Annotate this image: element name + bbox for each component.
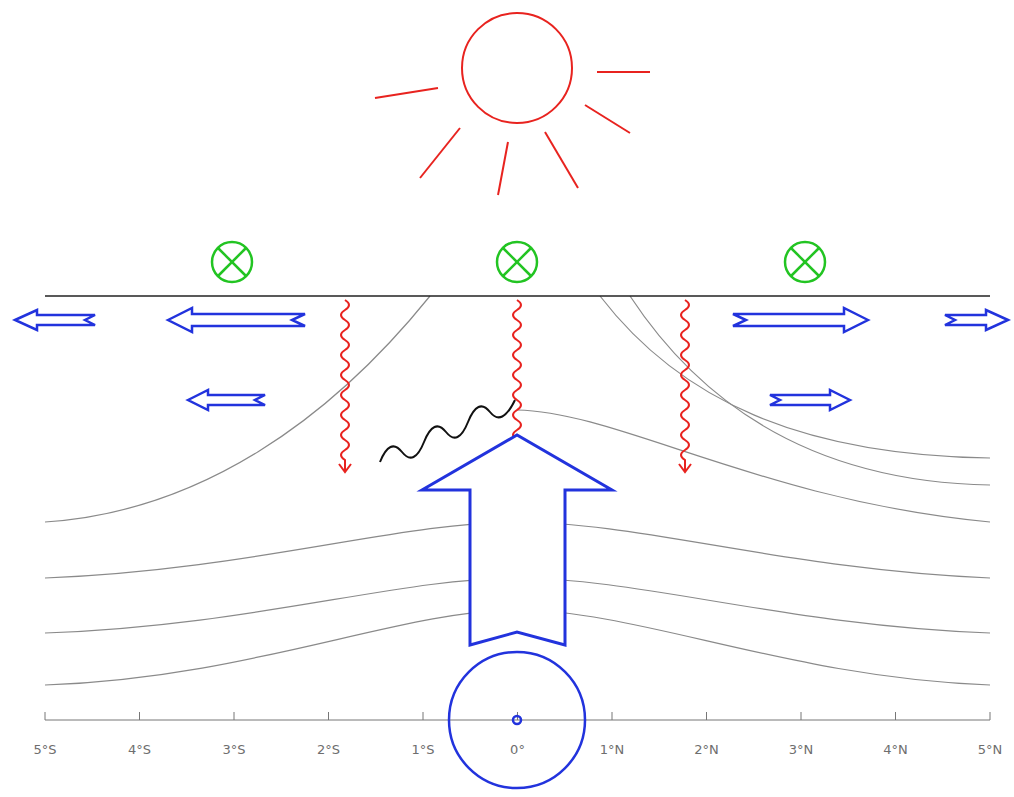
- surface-currents: [15, 308, 1008, 410]
- sun-ray: [420, 128, 460, 178]
- isotherm: [630, 296, 990, 485]
- isotherm: [600, 296, 990, 458]
- wind-into-page-symbols: [212, 242, 825, 282]
- axis-tick: [612, 712, 613, 720]
- axis-tick: [234, 712, 235, 720]
- sun-ray: [585, 105, 630, 133]
- axis-label: 0°: [510, 743, 525, 756]
- into-page-cross: [218, 248, 246, 276]
- current-arrow: [168, 308, 305, 332]
- sea-surface: [45, 295, 990, 297]
- into-page-symbol: [785, 242, 825, 282]
- heating-arrow: [679, 300, 691, 472]
- current-arrow: [15, 310, 95, 330]
- into-page-cross: [503, 248, 531, 276]
- current-arrow: [733, 308, 868, 332]
- into-page-symbol: [212, 242, 252, 282]
- undercurrent-dot: [513, 716, 521, 724]
- isotherm: [517, 410, 990, 522]
- axis-tick: [45, 712, 46, 720]
- axis-tick: [328, 712, 329, 720]
- into-page-cross: [503, 248, 531, 276]
- axis-tick: [706, 712, 707, 720]
- sun-ray: [498, 142, 508, 195]
- axis-tick: [895, 712, 896, 720]
- current-arrow: [188, 390, 265, 410]
- heating-arrow: [339, 300, 351, 472]
- axis-label: 5°N: [978, 743, 1003, 756]
- sun-ray: [375, 88, 438, 98]
- axis-label: 1°N: [600, 743, 625, 756]
- into-page-symbol: [497, 242, 537, 282]
- axis-label: 5°S: [33, 743, 56, 756]
- into-page-cross: [218, 248, 246, 276]
- axis-label: 2°N: [694, 743, 719, 756]
- axis-label: 3°S: [222, 743, 245, 756]
- into-page-cross: [791, 248, 819, 276]
- upwelling-arrow: [422, 435, 612, 645]
- axis-tick: [139, 712, 140, 720]
- axis-tick: [990, 712, 991, 720]
- current-arrow: [770, 390, 850, 410]
- sun-ray: [545, 132, 578, 188]
- axis-label: 3°N: [789, 743, 814, 756]
- sun: [375, 13, 650, 195]
- axis-label: 1°S: [411, 743, 434, 756]
- axis-tick: [423, 712, 424, 720]
- undercurrent-symbol: [449, 652, 585, 788]
- axis-tick: [801, 712, 802, 720]
- into-page-cross: [791, 248, 819, 276]
- isotherms: [45, 296, 990, 685]
- axis-label: 4°S: [128, 743, 151, 756]
- current-arrow: [945, 310, 1008, 330]
- undercurrent-circle: [449, 652, 585, 788]
- axis-label: 4°N: [883, 743, 908, 756]
- axis-label: 2°S: [317, 743, 340, 756]
- sun-ray: [597, 71, 650, 73]
- sun-disc: [462, 13, 572, 123]
- isotherm: [45, 296, 430, 522]
